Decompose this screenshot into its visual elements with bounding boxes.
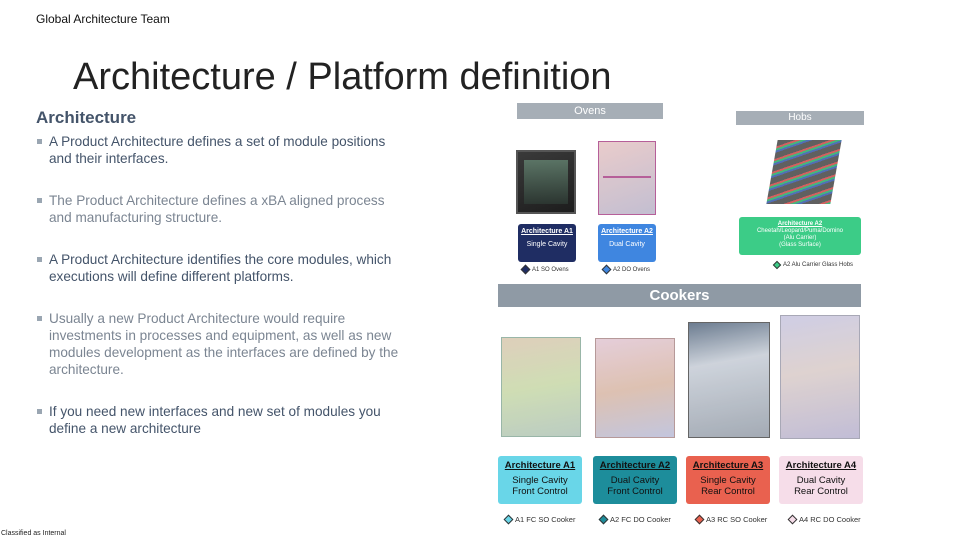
diamond-icon [787,514,798,525]
cooker-architecture-a3-card: Architecture A3 Single Cavity Rear Contr… [686,456,770,504]
hob-a2-legend: A2 Alu Carrier Glass Hobs [772,260,854,270]
card-name: Architecture A1 [521,228,573,235]
legend-text: A2 DO Ovens [613,266,651,273]
cooker-a2-image [595,338,675,438]
slide-title: Architecture / Platform definition [73,56,612,98]
card-line: (Glass Surface) [779,242,821,248]
bullet-text: A Product Architecture identifies the co… [49,252,392,284]
card-name: Architecture A2 [599,460,671,471]
legend-text: A2 Alu Carrier Glass Hobs [783,262,854,268]
cooker-a3-legend: A3 RC SO Cooker [694,514,768,525]
card-name: Architecture A4 [785,460,857,471]
legend-text: A1 FC SO Cooker [515,515,576,524]
triangle-icon [772,260,782,270]
card-line: Rear Control [794,486,848,497]
oven-a2-legend: A2 DO Ovens [601,264,651,275]
diamond-icon [598,514,609,525]
bullet-marker [37,139,42,144]
bullet-2: The Product Architecture defines a xBA a… [36,192,406,226]
diamond-icon [694,514,705,525]
single-cavity-oven-image [516,150,576,214]
bullet-text: The Product Architecture defines a xBA a… [49,193,385,225]
legend-text: A2 FC DO Cooker [610,515,671,524]
card-sub: Single Cavity [526,241,568,248]
cooker-architecture-a1-card: Architecture A1 Single Cavity Front Cont… [498,456,582,504]
dual-cavity-oven-image [598,141,656,215]
bullet-marker [37,409,42,414]
classification-label: Classified as Internal [1,530,66,537]
cooker-architecture-a4-card: Architecture A4 Dual Cavity Rear Control [779,456,863,504]
card-line: (Alu Carrier) [783,235,817,241]
card-line: Single Cavity [512,475,568,486]
cooker-a2-legend: A2 FC DO Cooker [598,514,671,525]
bullet-list: A Product Architecture defines a set of … [36,133,406,437]
bullet-marker [37,198,42,203]
hobs-header: Hobs [736,111,864,125]
bullet-marker [37,257,42,262]
cooker-architecture-a2-card: Architecture A2 Dual Cavity Front Contro… [593,456,677,504]
bullet-text: A Product Architecture defines a set of … [49,134,386,166]
bullet-3: A Product Architecture identifies the co… [36,251,406,285]
card-name: Architecture A1 [504,460,576,471]
ovens-header: Ovens [517,103,663,119]
hob-architecture-a2-card: Architecture A2 Cheetah/Leopard/Puma/Dom… [739,217,861,255]
cooker-a4-image [780,315,860,439]
card-line: Front Control [512,486,568,497]
cooker-a1-legend: A1 FC SO Cooker [503,514,576,525]
cooker-a1-image [501,337,581,437]
architecture-heading: Architecture [36,108,137,127]
cooker-a4-legend: A4 RC DO Cooker [787,514,861,525]
legend-text: A3 RC SO Cooker [706,515,768,524]
bullet-marker [37,316,42,321]
legend-text: A4 RC DO Cooker [799,515,861,524]
oven-a1-legend: A1 SO Ovens [520,264,569,275]
cooker-a3-image [688,322,770,438]
card-name: Architecture A2 [601,228,653,235]
bullet-text: Usually a new Product Architecture would… [49,311,399,377]
oven-architecture-a2-card: Architecture A2 Dual Cavity [598,224,656,262]
diamond-icon [503,514,514,525]
bullet-1: A Product Architecture defines a set of … [36,133,406,167]
bullet-5: If you need new interfaces and new set o… [36,403,406,437]
card-line: Dual Cavity [610,475,660,486]
oven-architecture-a1-card: Architecture A1 Single Cavity [518,224,576,262]
legend-text: A1 SO Ovens [532,266,569,273]
card-name: Architecture A3 [692,460,764,471]
card-name: Architecture A2 [777,221,823,227]
cookers-header: Cookers [498,284,861,307]
hob-exploded-image [766,140,842,204]
card-line: Front Control [607,486,663,497]
card-line: Single Cavity [700,475,756,486]
card-line: Rear Control [701,486,755,497]
diamond-icon [520,264,531,275]
team-label: Global Architecture Team [36,12,170,26]
diamond-icon [601,264,612,275]
bullet-4: Usually a new Product Architecture would… [36,310,406,378]
card-line: Dual Cavity [796,475,846,486]
card-sub: Dual Cavity [609,241,645,248]
card-line: Cheetah/Leopard/Puma/Domino [756,228,844,234]
bullet-text: If you need new interfaces and new set o… [49,404,381,436]
